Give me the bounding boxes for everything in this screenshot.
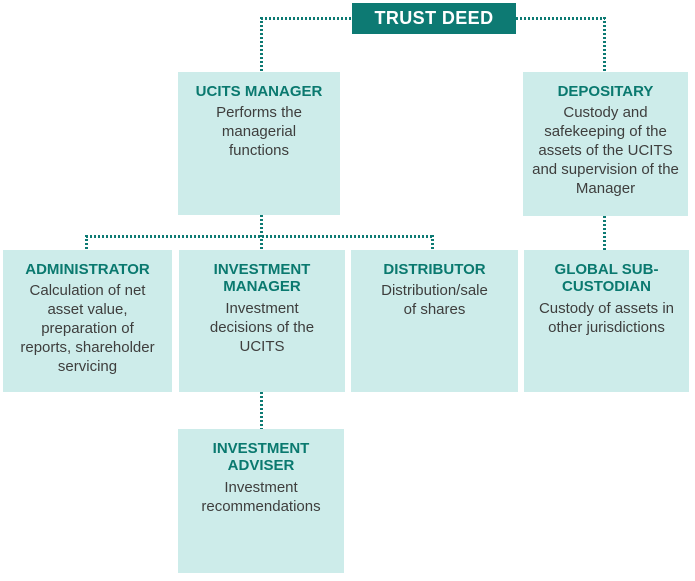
node-title: DEPOSITARY (557, 83, 654, 100)
connector-trustdeed-ucitsmanager-vertical (260, 17, 263, 72)
node-title: ADMINISTRATOR (25, 261, 150, 278)
node-ucits-manager: UCITS MANAGER Performs the managerial fu… (178, 72, 340, 215)
connector-ucitsmanager-investmentmanager (260, 215, 263, 250)
node-title: INVESTMENT MANAGER (213, 261, 311, 296)
connector-trustdeed-depositary-horizontal (516, 17, 605, 20)
connector-investmentmanager-investmentadviser (260, 392, 263, 429)
connector-depositary-globalsubcustodian (603, 216, 606, 250)
node-description: Investment decisions of the UCITS (209, 299, 315, 355)
node-description: Custody and safekeeping of the assets of… (532, 104, 679, 198)
node-title: GLOBAL SUB-CUSTODIAN (554, 261, 659, 296)
node-title: DISTRIBUTOR (383, 261, 486, 278)
connector-drop-distributor (431, 235, 434, 250)
node-title: TRUST DEED (374, 8, 494, 28)
node-description: Calculation of net asset value, preparat… (20, 282, 155, 376)
connector-level3-horizontal (86, 235, 434, 238)
node-title: UCITS MANAGER (195, 83, 323, 100)
node-distributor: DISTRIBUTOR Distribution/sale of shares (351, 250, 518, 392)
node-depositary: DEPOSITARY Custody and safekeeping of th… (523, 72, 688, 216)
node-global-sub-custodian: GLOBAL SUB-CUSTODIAN Custody of assets i… (524, 250, 689, 392)
node-administrator: ADMINISTRATOR Calculation of net asset v… (3, 250, 172, 392)
node-description: Distribution/sale of shares (381, 282, 488, 319)
node-description: Investment recommendations (201, 478, 321, 515)
connector-drop-administrator (85, 235, 88, 250)
connector-trustdeed-ucitsmanager-horizontal (261, 17, 352, 20)
node-title: INVESTMENT ADVISER (212, 440, 310, 475)
node-trust-deed: TRUST DEED (352, 3, 516, 34)
node-description: Performs the managerial functions (216, 104, 302, 160)
connector-trustdeed-depositary-vertical (603, 17, 606, 72)
node-investment-adviser: INVESTMENT ADVISER Investment recommenda… (178, 429, 344, 573)
node-investment-manager: INVESTMENT MANAGER Investment decisions … (179, 250, 345, 392)
node-description: Custody of assets in other jurisdictions (538, 299, 675, 336)
